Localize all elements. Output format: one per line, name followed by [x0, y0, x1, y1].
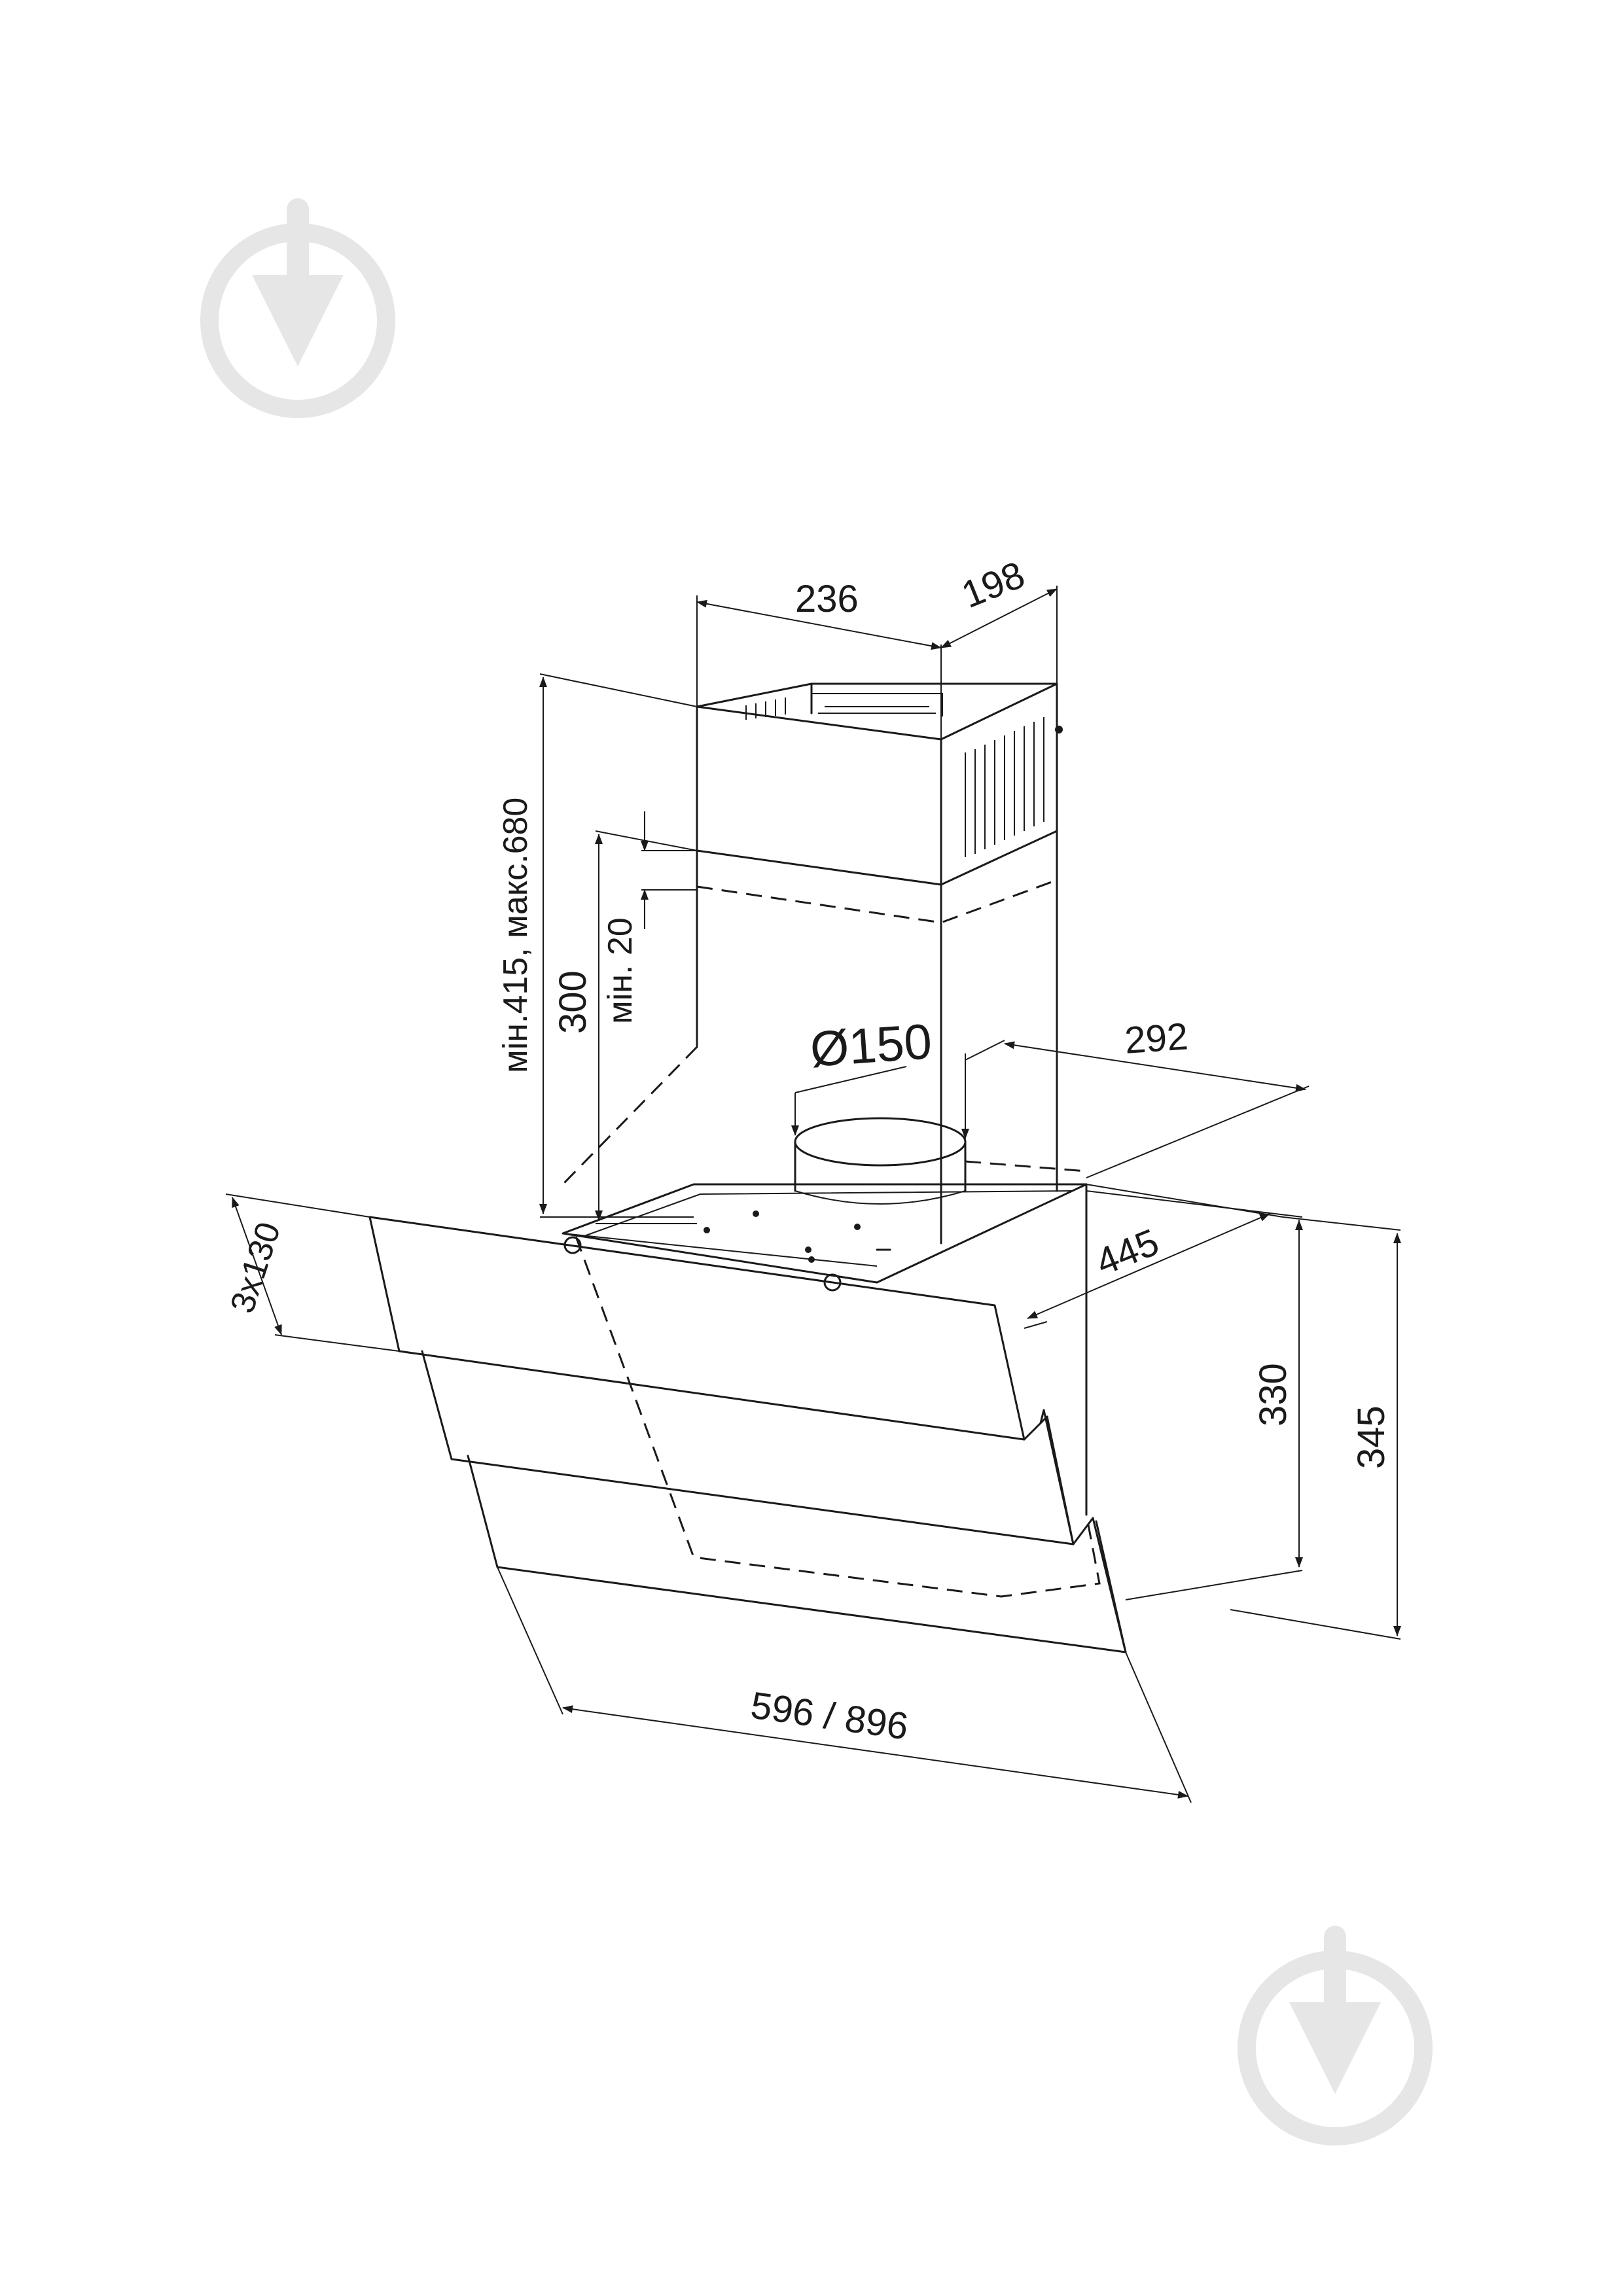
duct-cylinder — [562, 1046, 1087, 1205]
vent-slots — [745, 698, 1044, 857]
dim-hood-height-total: 345 — [1350, 1405, 1393, 1469]
dim-duct-diameter: Ø150 — [808, 1014, 933, 1078]
dim-chimney-height-range: мін.415, макс.680 — [497, 798, 535, 1073]
dim-hood-depth: 445 — [1090, 1221, 1165, 1284]
dim-chimney-depth: 198 — [956, 554, 1031, 617]
dim-duct-offset: 292 — [1123, 1015, 1189, 1062]
chimney-upper — [696, 682, 1063, 886]
hood-body — [562, 1183, 1101, 1598]
dim-chimney-width: 236 — [795, 578, 859, 620]
watermark-logo-icon — [200, 198, 395, 418]
watermark-logo-icon — [1238, 1926, 1433, 2146]
dim-hood-width: 596 / 896 — [748, 1684, 911, 1748]
dim-hood-height-front: 330 — [1252, 1363, 1294, 1426]
dim-lower-duct-height: 300 — [552, 970, 594, 1034]
dimension-lines — [225, 586, 1401, 1803]
dim-min-overlap: мін. 20 — [601, 917, 639, 1024]
glass-panels — [368, 1216, 1127, 1653]
dim-glass-panels: 3x130 — [223, 1218, 288, 1318]
